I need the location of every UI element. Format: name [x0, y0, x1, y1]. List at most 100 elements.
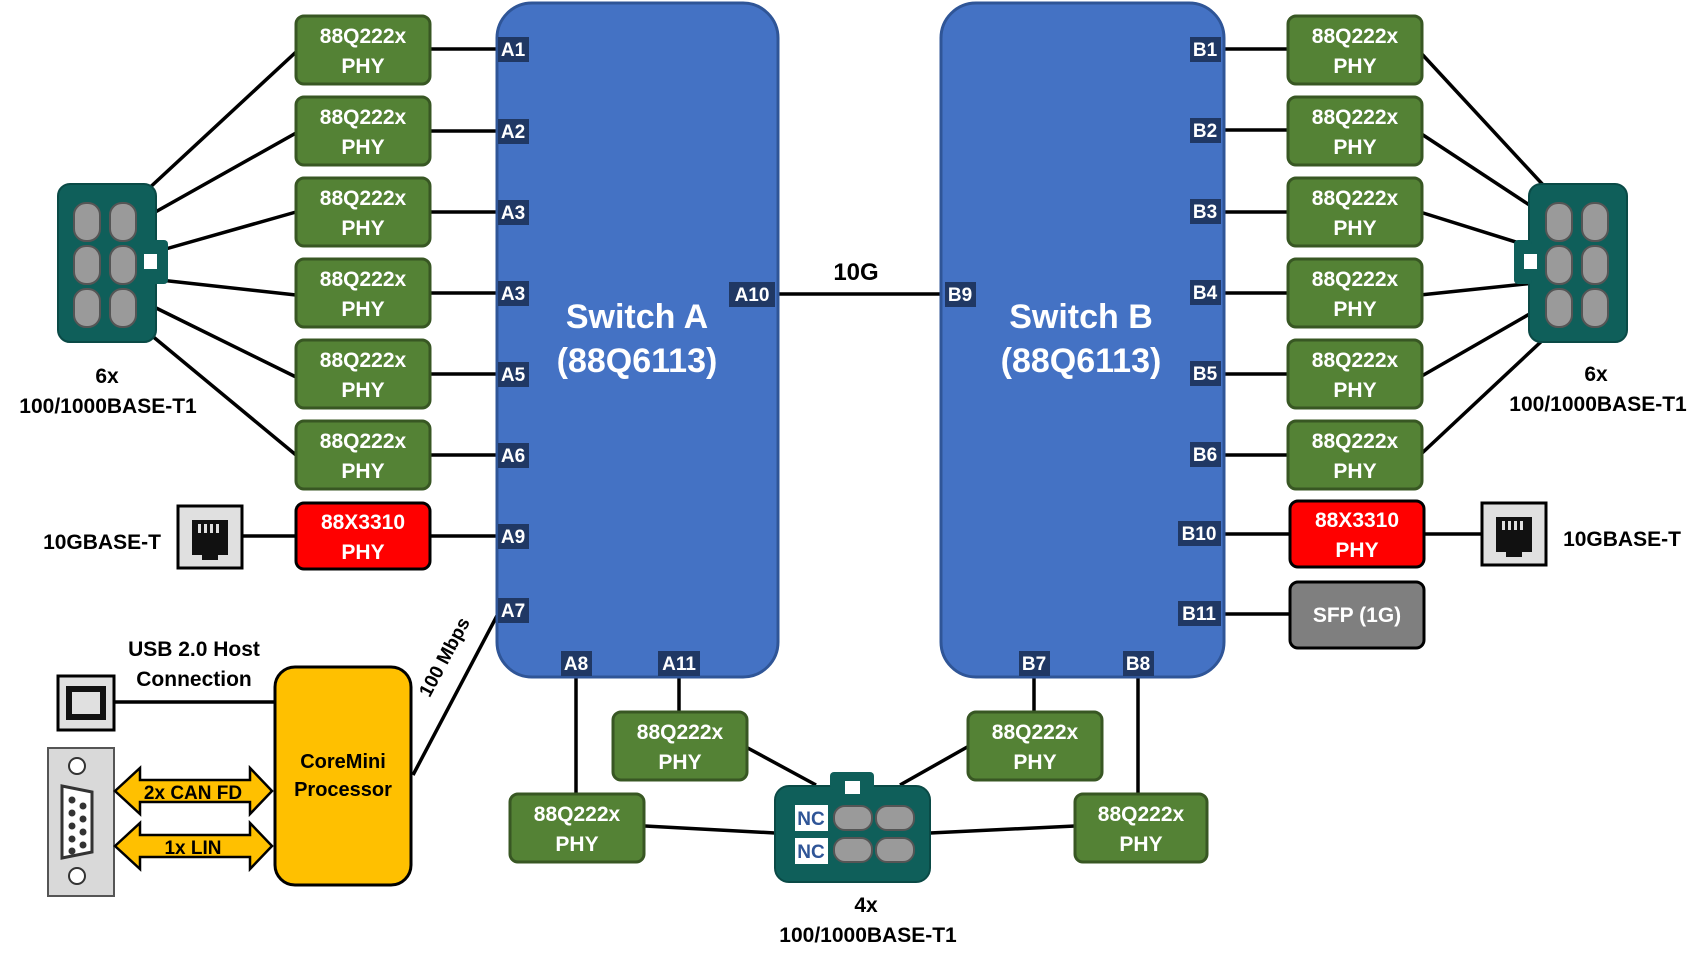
- switch-b-name: Switch B: [1009, 298, 1153, 336]
- phy-b3: 88Q222x PHY: [1286, 176, 1424, 248]
- port-a9: A9: [498, 524, 529, 549]
- svg-text:88Q222x: 88Q222x: [320, 268, 407, 291]
- port-b1: B1: [1190, 37, 1221, 62]
- svg-text:B10: B10: [1182, 524, 1217, 545]
- svg-text:88Q222x: 88Q222x: [534, 803, 621, 826]
- right-t1-connector-icon: [1514, 183, 1628, 343]
- svg-text:NC: NC: [797, 842, 825, 863]
- svg-text:B7: B7: [1022, 654, 1046, 675]
- usb-label-line1: USB 2.0 Host: [128, 638, 260, 661]
- bottom-conn-count: 4x: [854, 894, 878, 917]
- port-b5: B5: [1190, 361, 1221, 386]
- right-conn-type: 100/1000BASE-T1: [1509, 393, 1687, 416]
- phy-a8: 88Q222x PHY: [508, 792, 646, 864]
- svg-text:Processor: Processor: [294, 779, 392, 801]
- port-labels: A1 A2 A3 A3 A5 A6 A9 A7 A10 A8 A11 B1 B2…: [498, 37, 1221, 676]
- svg-text:88Q222x: 88Q222x: [320, 349, 407, 372]
- usb-label-line2: Connection: [136, 668, 252, 691]
- port-b10: B10: [1178, 521, 1221, 546]
- svg-text:A5: A5: [501, 365, 526, 386]
- svg-text:B1: B1: [1193, 40, 1218, 61]
- svg-text:PHY: PHY: [1333, 136, 1376, 159]
- svg-text:PHY: PHY: [555, 833, 598, 856]
- port-a2: A2: [498, 119, 529, 144]
- svg-text:PHY: PHY: [658, 751, 701, 774]
- phy-b7: 88Q222x PHY: [966, 710, 1104, 782]
- svg-text:B5: B5: [1193, 364, 1218, 385]
- port-a7: A7: [498, 598, 529, 623]
- svg-text:CoreMini: CoreMini: [300, 751, 386, 773]
- svg-text:PHY: PHY: [341, 460, 384, 483]
- port-a10: A10: [729, 282, 775, 307]
- svg-text:B8: B8: [1126, 654, 1150, 675]
- phy-a6: 88Q222x PHY: [294, 419, 432, 491]
- svg-text:PHY: PHY: [1119, 833, 1162, 856]
- svg-text:88Q222x: 88Q222x: [1312, 349, 1399, 372]
- phy-a3: 88Q222x PHY: [294, 176, 432, 248]
- left-conn-type: 100/1000BASE-T1: [19, 395, 197, 418]
- svg-text:PHY: PHY: [1333, 298, 1376, 321]
- svg-text:88X3310: 88X3310: [1315, 509, 1399, 532]
- switch-a-model: (88Q6113): [557, 342, 718, 380]
- svg-text:PHY: PHY: [341, 136, 384, 159]
- svg-text:B2: B2: [1193, 121, 1217, 142]
- phy-b4: 88Q222x PHY: [1286, 257, 1424, 329]
- port-b9: B9: [945, 282, 976, 307]
- svg-text:A2: A2: [501, 122, 525, 143]
- rj45-right-label: 10GBASE-T: [1563, 528, 1681, 551]
- svg-text:88Q222x: 88Q222x: [637, 721, 724, 744]
- right-conn-count: 6x: [1584, 363, 1608, 386]
- svg-text:88Q222x: 88Q222x: [1312, 187, 1399, 210]
- port-b7: B7: [1019, 651, 1050, 676]
- rj45-left-label: 10GBASE-T: [43, 531, 161, 554]
- left-conn-count: 6x: [95, 365, 119, 388]
- phy-a9-10gbase: 88X3310 PHY: [294, 501, 432, 571]
- port-a3-second: A3: [498, 281, 529, 306]
- link-10g-label: 10G: [833, 259, 878, 286]
- phy-b1: 88Q222x PHY: [1286, 14, 1424, 86]
- svg-text:B6: B6: [1193, 445, 1217, 466]
- svg-text:88Q222x: 88Q222x: [1312, 106, 1399, 129]
- svg-text:A6: A6: [501, 446, 525, 467]
- svg-text:88Q222x: 88Q222x: [1312, 268, 1399, 291]
- svg-text:PHY: PHY: [1333, 55, 1376, 78]
- switch-b-model: (88Q6113): [1001, 342, 1162, 380]
- svg-text:PHY: PHY: [1013, 751, 1056, 774]
- phy-b2: 88Q222x PHY: [1286, 95, 1424, 167]
- speed-100mbps-label: 100 Mbps: [416, 614, 475, 700]
- bottom-t1-connector-icon: NC NC: [774, 772, 931, 883]
- svg-text:PHY: PHY: [1333, 460, 1376, 483]
- db9-serial-port-icon: [47, 747, 115, 897]
- svg-text:B3: B3: [1193, 202, 1217, 223]
- svg-text:88Q222x: 88Q222x: [320, 187, 407, 210]
- port-a6: A6: [498, 443, 529, 468]
- port-b8: B8: [1123, 651, 1154, 676]
- usb-b-port-icon: [56, 674, 116, 732]
- svg-text:A1: A1: [501, 40, 526, 61]
- svg-text:A11: A11: [662, 654, 696, 675]
- svg-text:PHY: PHY: [341, 217, 384, 240]
- switch-b: Switch B (88Q6113): [939, 1, 1226, 679]
- port-b2: B2: [1190, 118, 1221, 143]
- can-fd-arrow: 2x CAN FD: [113, 764, 274, 818]
- sfp-label: SFP (1G): [1313, 604, 1401, 627]
- nc-label-bottom: NC: [795, 838, 828, 864]
- svg-text:88Q222x: 88Q222x: [1098, 803, 1185, 826]
- svg-text:PHY: PHY: [341, 55, 384, 78]
- svg-text:88Q222x: 88Q222x: [992, 721, 1079, 744]
- svg-text:B4: B4: [1193, 283, 1218, 304]
- phy-b10-10gbase: 88X3310 PHY: [1288, 499, 1426, 569]
- svg-text:88Q222x: 88Q222x: [320, 430, 407, 453]
- sfp-module: SFP (1G): [1288, 580, 1426, 650]
- svg-text:PHY: PHY: [1335, 539, 1378, 562]
- phy-a2: 88Q222x PHY: [294, 95, 432, 167]
- connection-lines: [115, 47, 1547, 835]
- svg-text:88Q222x: 88Q222x: [320, 25, 407, 48]
- phy-b8: 88Q222x PHY: [1073, 792, 1209, 864]
- svg-text:A9: A9: [501, 527, 525, 548]
- lin-arrow: 1x LIN: [113, 819, 274, 873]
- phy-b5: 88Q222x PHY: [1286, 338, 1424, 410]
- phy-a11: 88Q222x PHY: [611, 710, 749, 782]
- port-b11: B11: [1178, 601, 1221, 626]
- phy-b6: 88Q222x PHY: [1286, 419, 1424, 491]
